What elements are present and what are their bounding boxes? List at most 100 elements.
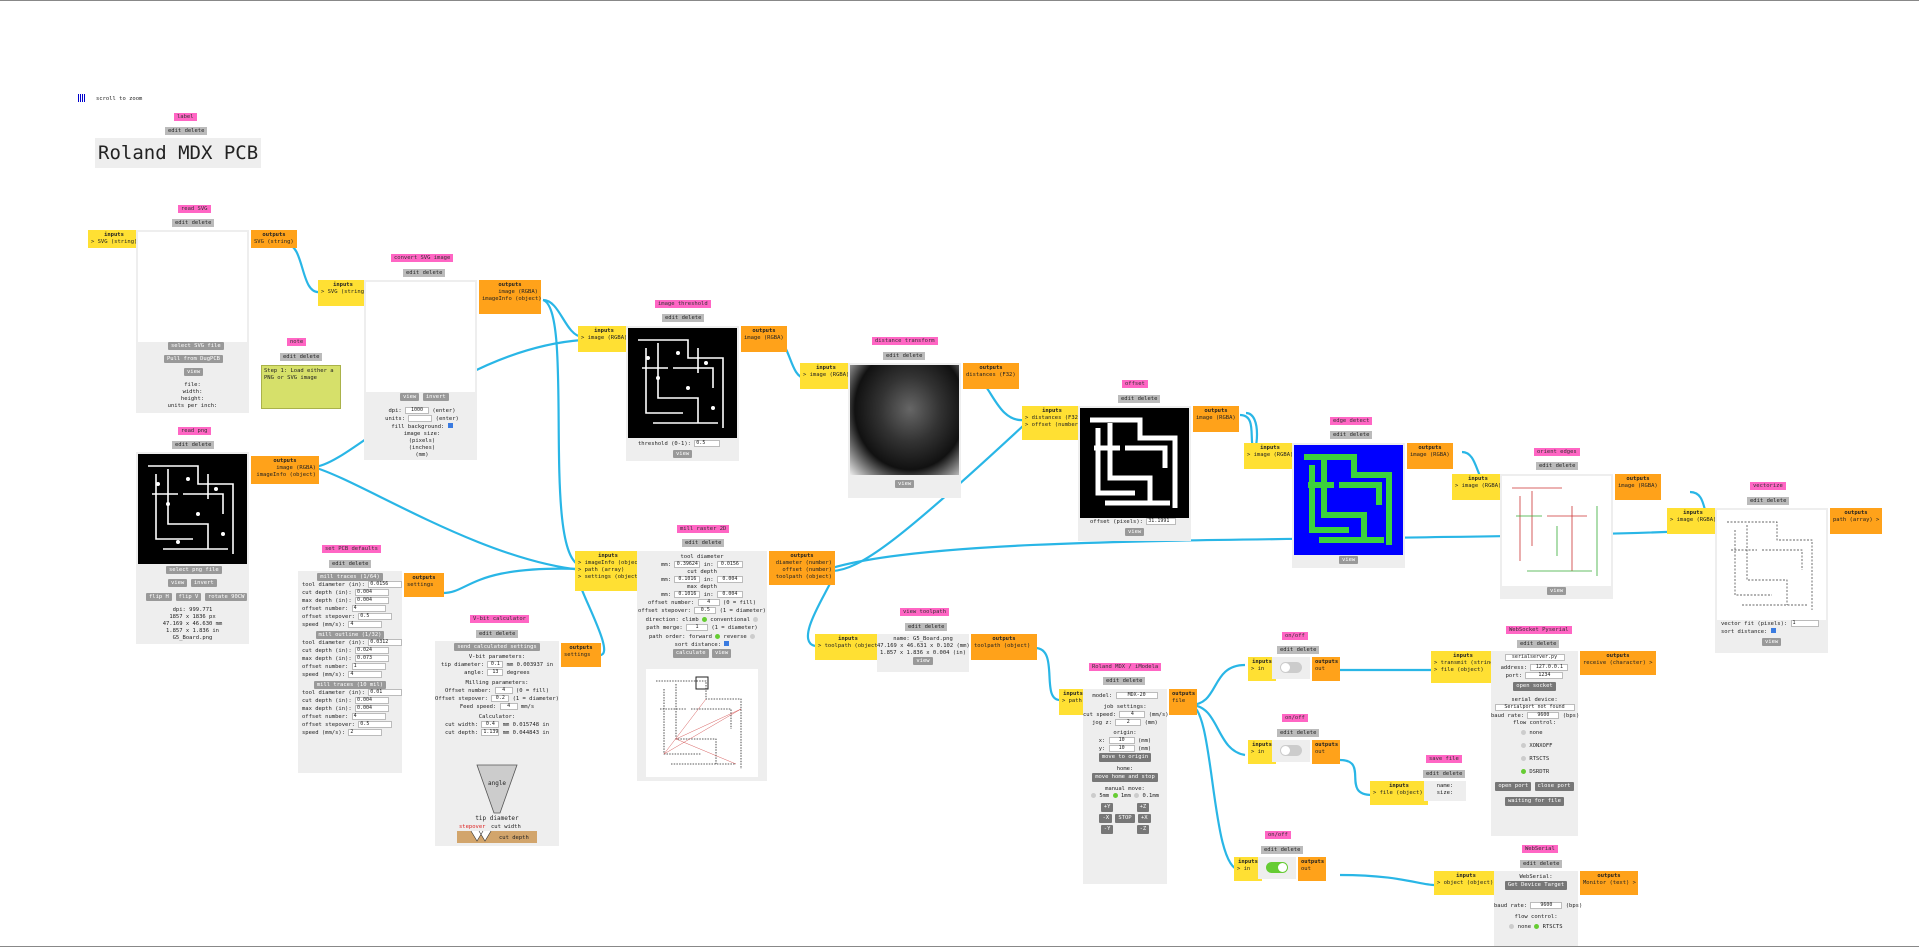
threshold-field[interactable]: 0.5 bbox=[694, 440, 721, 447]
orient-inputs[interactable]: inputs> image (RGBA) bbox=[1452, 474, 1504, 500]
read-png-edit-delete[interactable]: edit delete bbox=[172, 441, 215, 449]
save-title[interactable]: save file bbox=[1426, 755, 1462, 763]
read-png-title[interactable]: read png bbox=[178, 427, 211, 435]
mill-edit-delete[interactable]: edit delete bbox=[682, 539, 725, 547]
send-settings-button[interactable]: send calculated settings bbox=[454, 643, 540, 651]
edge-title[interactable]: edge detect bbox=[1330, 417, 1373, 425]
jog-plus-z-button[interactable]: +Z bbox=[1136, 803, 1150, 812]
jog-plus-x-button[interactable]: +X bbox=[1137, 814, 1151, 823]
pcb-setting-field[interactable]: 0.5 bbox=[358, 721, 393, 728]
onoff1-edit-delete[interactable]: edit delete bbox=[1277, 646, 1320, 654]
distance-inputs[interactable]: inputs> image (RGBA) bbox=[800, 363, 852, 389]
pcb-defaults-edit-delete[interactable]: edit delete bbox=[329, 560, 372, 568]
roland-title[interactable]: Roland MDX / iModela bbox=[1089, 663, 1162, 671]
feed-speed-field[interactable]: 4 bbox=[499, 703, 518, 710]
onoff1-toggle[interactable] bbox=[1280, 662, 1302, 673]
jog-plus-y-button[interactable]: +Y bbox=[1100, 803, 1114, 812]
convert-svg-title[interactable]: convert SVG image bbox=[391, 254, 454, 262]
pcb-setting-field[interactable]: 0.004 bbox=[354, 597, 389, 604]
offset-view-button[interactable]: view bbox=[1125, 528, 1145, 536]
orient-edit-delete[interactable]: edit delete bbox=[1536, 462, 1579, 470]
mill-sort-checkbox[interactable] bbox=[724, 641, 730, 646]
onoff3-toggle[interactable] bbox=[1266, 862, 1288, 873]
mill-md-mm-field[interactable]: 0.1016 bbox=[674, 591, 701, 598]
flip-v-button[interactable]: flip V bbox=[175, 593, 202, 601]
onoff1-title[interactable]: on/off bbox=[1282, 632, 1308, 640]
climb-radio[interactable] bbox=[701, 617, 707, 622]
webserial-title[interactable]: WebSerial bbox=[1522, 845, 1558, 853]
pull-dugpcb-button[interactable]: Pull from DugPCB bbox=[164, 355, 223, 363]
vbit-title[interactable]: V-bit calculator bbox=[470, 615, 529, 623]
label-edit-delete[interactable]: edit delete bbox=[165, 127, 208, 135]
convert-svg-view-button[interactable]: view bbox=[400, 393, 420, 401]
move-home-button[interactable]: move home and stop bbox=[1092, 773, 1158, 782]
mill-view-button[interactable]: view bbox=[711, 649, 732, 658]
pcb-setting-field[interactable]: 0.01 bbox=[368, 689, 403, 696]
webserial-baud-field[interactable]: 9600 bbox=[1530, 902, 1563, 909]
offset-title[interactable]: offset bbox=[1122, 380, 1148, 388]
pcb-setting-field[interactable]: 4 bbox=[351, 605, 386, 612]
read-svg-view-button[interactable]: view bbox=[184, 368, 204, 376]
read-svg-title[interactable]: read SVG bbox=[178, 205, 211, 213]
threshold-title[interactable]: image threshold bbox=[655, 300, 711, 308]
pcb-setting-field[interactable]: 4 bbox=[351, 713, 386, 720]
read-png-view-button[interactable]: view bbox=[168, 579, 188, 587]
grid-icon[interactable] bbox=[78, 94, 86, 102]
vbit-offset-number-field[interactable]: 4 bbox=[494, 687, 513, 694]
label-title[interactable]: label bbox=[174, 113, 197, 121]
mill-outline-132-button[interactable]: mill outline (1/32) bbox=[315, 631, 385, 639]
websocket-inputs[interactable]: inputs> transmit (string)> file (object) bbox=[1431, 651, 1497, 683]
onoff1-inputs[interactable]: inputs> in bbox=[1248, 657, 1276, 681]
orient-view-button[interactable]: view bbox=[1547, 587, 1567, 595]
onoff2-edit-delete[interactable]: edit delete bbox=[1277, 729, 1320, 737]
webserial-edit-delete[interactable]: edit delete bbox=[1520, 860, 1563, 868]
note-title[interactable]: note bbox=[287, 338, 307, 346]
pcb-setting-field[interactable]: 0.004 bbox=[354, 589, 389, 596]
flow-none-radio[interactable] bbox=[1521, 730, 1526, 735]
vectorize-view-button[interactable]: view bbox=[1762, 638, 1782, 646]
onoff2-title[interactable]: on/off bbox=[1282, 714, 1308, 722]
pcb-setting-field[interactable]: 0.073 bbox=[354, 655, 389, 662]
reverse-radio[interactable] bbox=[750, 634, 756, 639]
convert-svg-inputs[interactable]: inputs> SVG (string) bbox=[318, 280, 368, 306]
pcb-setting-field[interactable]: 2 bbox=[348, 729, 383, 736]
server-script-field[interactable]: serialserver.py bbox=[1504, 654, 1565, 661]
convert-svg-units-field[interactable] bbox=[408, 415, 433, 422]
mill-title[interactable]: mill raster 2D bbox=[677, 525, 730, 533]
vectorize-sort-checkbox[interactable] bbox=[1770, 628, 1776, 633]
onoff2-toggle[interactable] bbox=[1280, 745, 1302, 756]
mill-cd-mm-field[interactable]: 0.1016 bbox=[674, 576, 701, 583]
roland-inputs[interactable]: inputs> path bbox=[1059, 689, 1087, 715]
cut-speed-field[interactable]: 4 bbox=[1119, 711, 1146, 718]
onoff2-inputs[interactable]: inputs> in bbox=[1248, 740, 1276, 764]
pcb-setting-field[interactable]: 0.5 bbox=[358, 613, 393, 620]
jog-stop-button[interactable]: STOP bbox=[1115, 814, 1135, 823]
cut-width-field[interactable]: 0.4 bbox=[481, 721, 500, 728]
save-inputs[interactable]: inputs> file (object) bbox=[1370, 781, 1428, 805]
vbit-stepover-field[interactable]: 0.2 bbox=[491, 695, 510, 702]
pcb-setting-field[interactable]: 0.0312 bbox=[368, 639, 403, 646]
read-png-invert-button[interactable]: invert bbox=[190, 579, 217, 587]
convert-svg-invert-button[interactable]: invert bbox=[422, 393, 449, 401]
pcb-setting-field[interactable]: 4 bbox=[348, 671, 383, 678]
port-field[interactable]: 1234 bbox=[1525, 672, 1564, 679]
flow-rtscts-radio[interactable] bbox=[1521, 756, 1526, 761]
mill-traces-10mil-button[interactable]: mill traces (10 mil) bbox=[313, 681, 387, 689]
offset-inputs[interactable]: inputs> distances (F32)> offset (number) bbox=[1022, 406, 1082, 440]
fill-background-checkbox[interactable] bbox=[447, 423, 453, 428]
jog-minus-x-button[interactable]: -X bbox=[1099, 814, 1113, 823]
pcb-defaults-title[interactable]: set PCB defaults bbox=[322, 545, 381, 553]
baud-rate-field[interactable]: 9600 bbox=[1527, 712, 1560, 719]
